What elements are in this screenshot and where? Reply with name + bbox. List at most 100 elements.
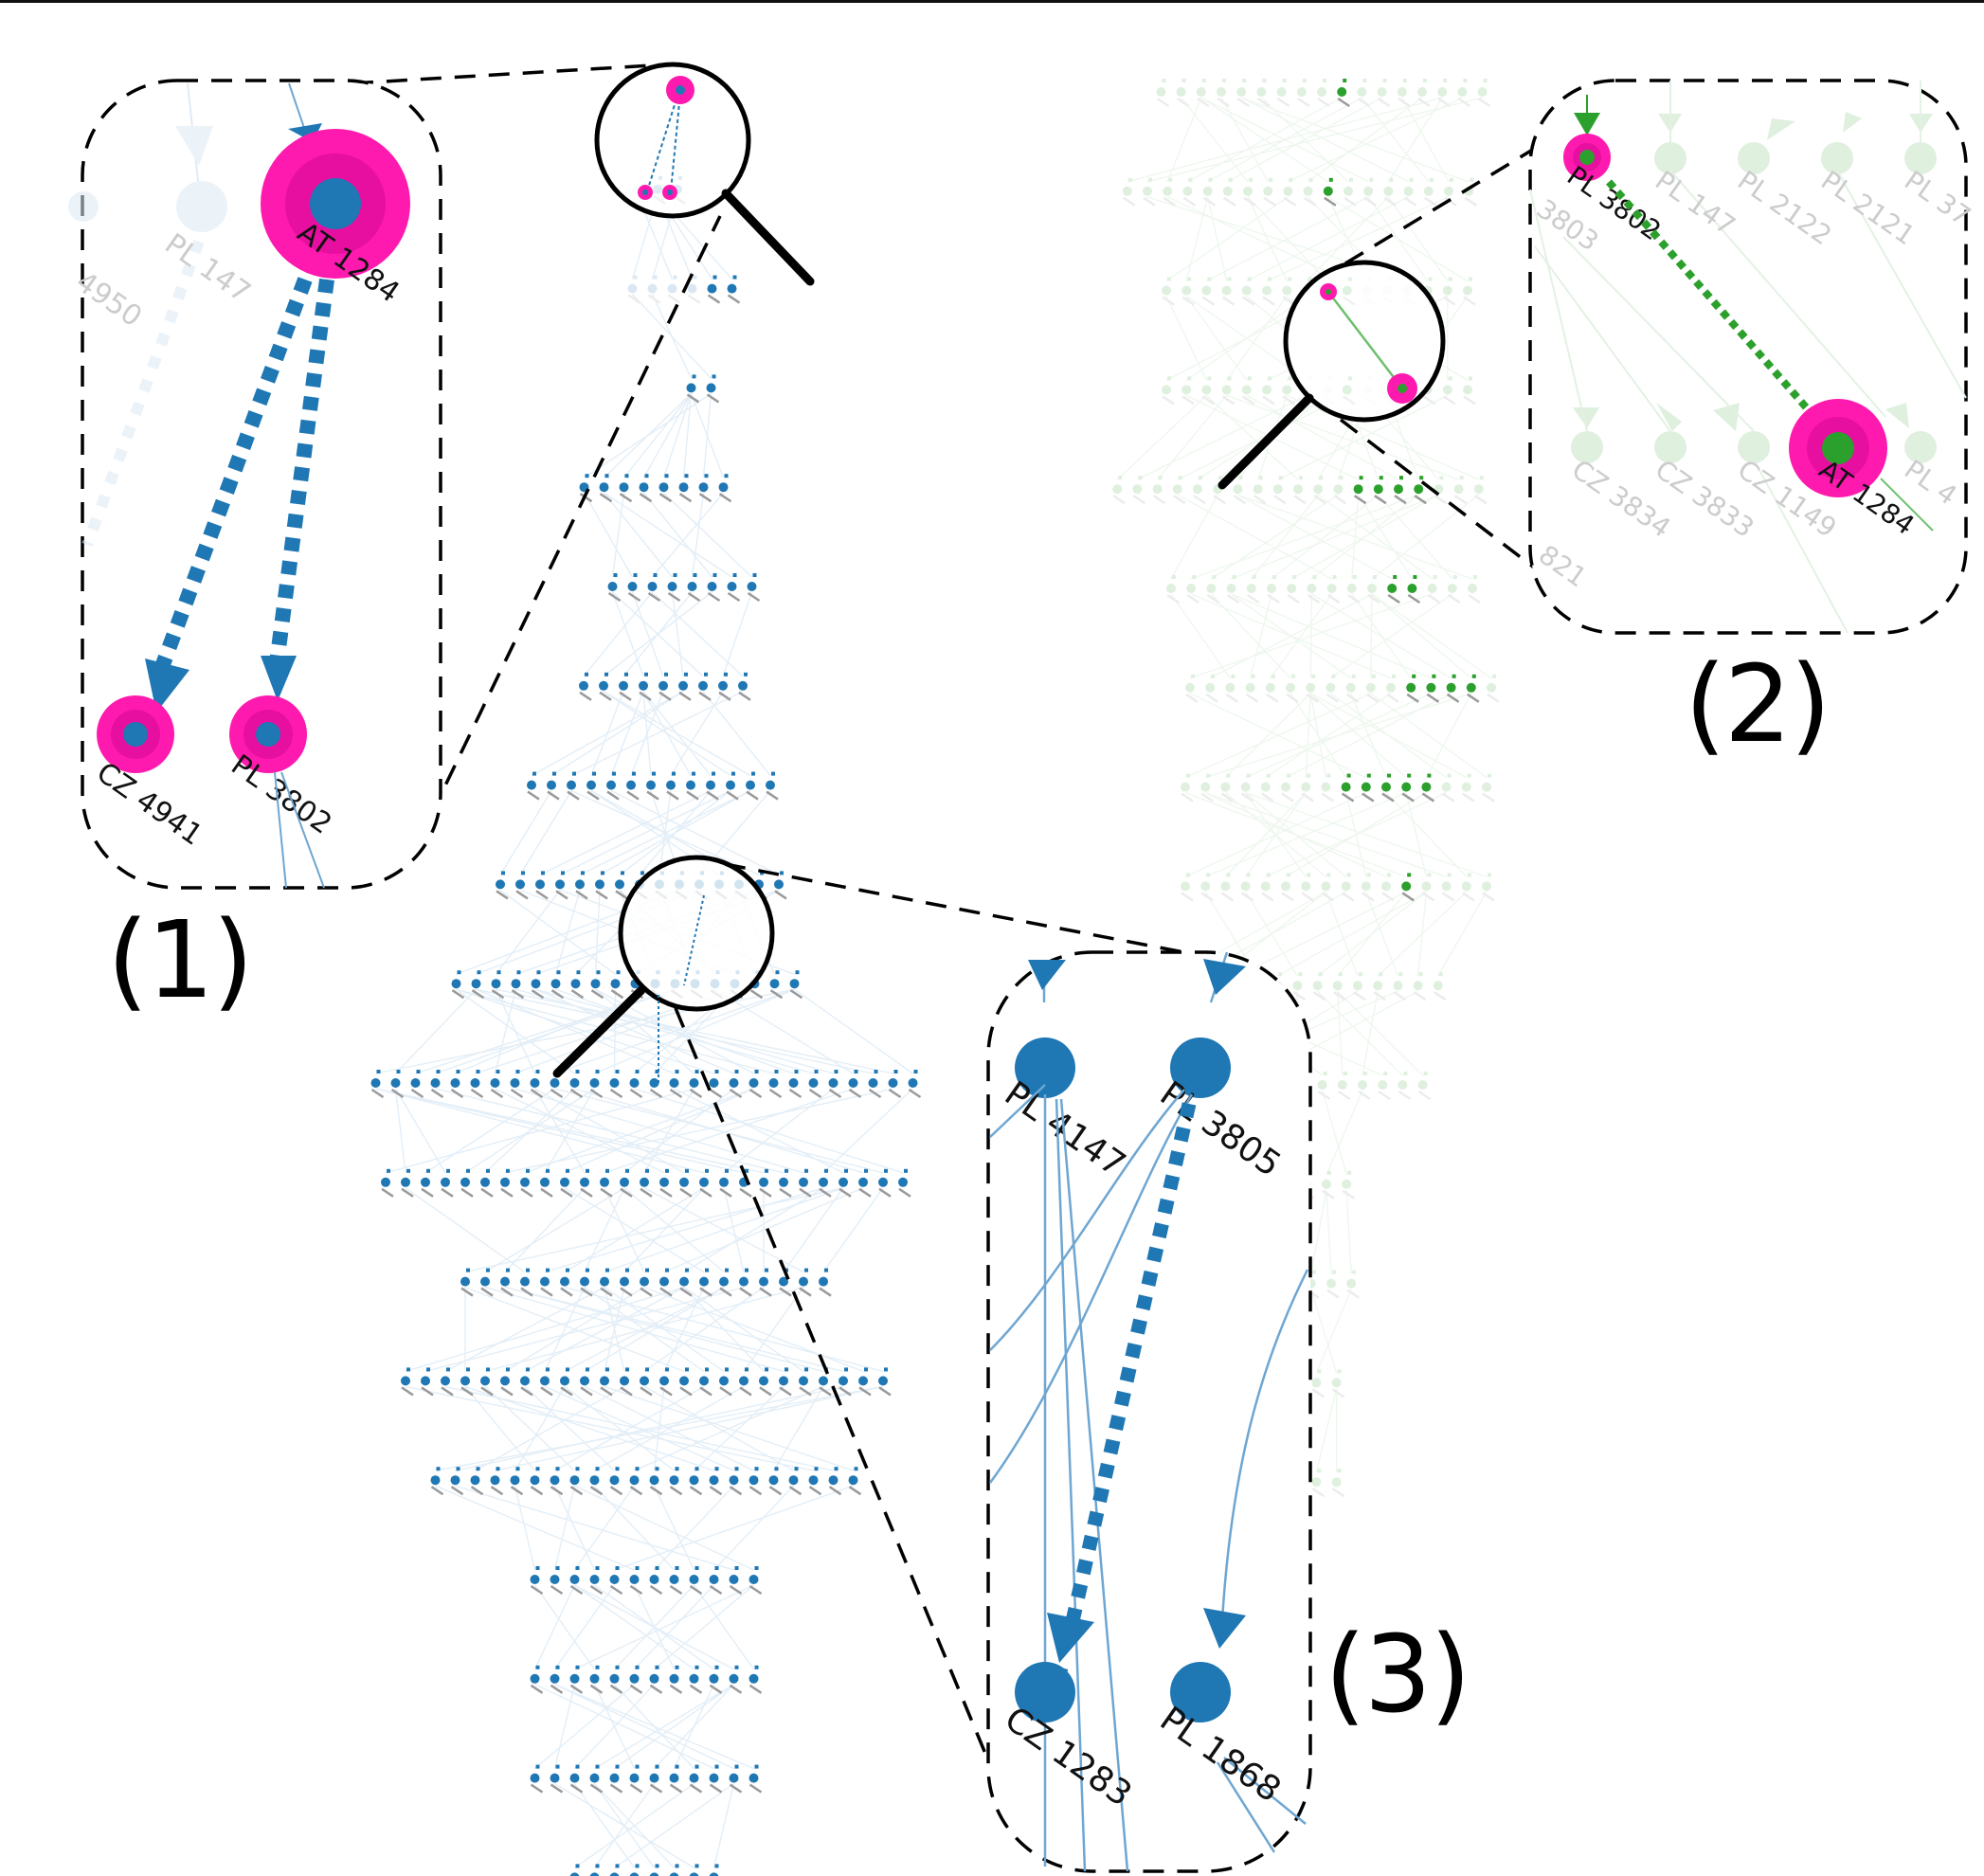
graph-edge bbox=[499, 790, 552, 875]
graph-node bbox=[706, 771, 719, 801]
graph-edge bbox=[584, 1385, 754, 1471]
node-label-tick bbox=[1311, 1488, 1326, 1498]
graph-node bbox=[1293, 476, 1307, 505]
graph-edge bbox=[435, 1088, 785, 1174]
graph-edge bbox=[1361, 97, 1430, 183]
graph-edge bbox=[633, 1584, 715, 1670]
node-label-tick bbox=[619, 493, 633, 503]
node-label-tick bbox=[749, 1486, 763, 1496]
node-label-tick bbox=[1202, 196, 1217, 207]
graph-node bbox=[1260, 873, 1274, 902]
graph-edge bbox=[653, 1485, 735, 1571]
node-label-tick bbox=[878, 1386, 892, 1397]
magnifier-handle bbox=[1217, 393, 1314, 490]
node-label-tick bbox=[1374, 495, 1387, 505]
node-label-tick bbox=[589, 1783, 604, 1794]
graph-node bbox=[1241, 376, 1255, 406]
node-label-tick bbox=[1223, 196, 1236, 207]
target-node-pl3802 bbox=[256, 722, 280, 747]
node-label-tick bbox=[1387, 593, 1400, 604]
node-label-tick bbox=[550, 1783, 564, 1794]
graph-edge bbox=[394, 988, 478, 1074]
node-label-tick bbox=[898, 1187, 911, 1198]
graph-node bbox=[527, 771, 540, 801]
graph-node bbox=[580, 1367, 593, 1397]
node-label-tick bbox=[460, 1287, 474, 1297]
node-label-tick bbox=[828, 1088, 842, 1099]
graph-edge bbox=[1116, 394, 1207, 480]
graph-node bbox=[627, 275, 641, 304]
connector-line-3b bbox=[674, 1007, 995, 1773]
node-label-tick bbox=[1162, 296, 1175, 306]
graph-node bbox=[1378, 1072, 1391, 1101]
graph-edge bbox=[634, 1088, 904, 1174]
graph-node bbox=[1166, 575, 1180, 604]
node-label-tick bbox=[679, 1287, 693, 1297]
graph-edge bbox=[405, 1385, 814, 1471]
node-label-tick bbox=[1112, 495, 1126, 505]
graph-node bbox=[788, 1467, 803, 1496]
graph-edge bbox=[553, 1485, 596, 1571]
graph-node bbox=[575, 871, 588, 900]
node-label-tick bbox=[1156, 97, 1170, 108]
graph-edge bbox=[682, 393, 693, 478]
graph-node bbox=[1444, 177, 1457, 207]
graph-node bbox=[686, 374, 700, 404]
graph-node bbox=[1323, 177, 1337, 207]
node-label-tick bbox=[589, 1088, 604, 1099]
graph-node bbox=[1282, 277, 1295, 306]
graph-node bbox=[647, 275, 661, 304]
graph-edge bbox=[743, 1287, 804, 1372]
node-label-tick bbox=[390, 1088, 405, 1099]
graph-edge bbox=[535, 988, 834, 1074]
graph-edge bbox=[604, 1287, 625, 1372]
node-label-tick bbox=[1281, 792, 1294, 803]
graph-edge bbox=[794, 988, 913, 1074]
graph-node bbox=[1426, 674, 1440, 703]
node-label-tick bbox=[1381, 792, 1395, 803]
node-label-tick bbox=[1226, 593, 1240, 604]
node-label-tick bbox=[789, 989, 803, 1000]
graph-node bbox=[1317, 1072, 1331, 1101]
connector-line-2b bbox=[1339, 418, 1556, 585]
node-label-tick bbox=[788, 1088, 803, 1099]
graph-node bbox=[1176, 79, 1190, 108]
graph-edge bbox=[1240, 97, 1409, 183]
graph-node bbox=[709, 1764, 723, 1794]
graph-edge bbox=[1308, 97, 1423, 183]
graph-edge bbox=[1165, 296, 1208, 381]
graph-edge bbox=[564, 1385, 675, 1471]
node-label-tick bbox=[908, 1088, 922, 1099]
node-label-tick bbox=[1453, 495, 1468, 505]
node-label-tick bbox=[560, 1386, 573, 1397]
graph-edge bbox=[375, 1088, 765, 1174]
graph-node bbox=[520, 1268, 533, 1297]
graph-edge bbox=[1237, 494, 1473, 580]
node-label-tick bbox=[620, 1287, 633, 1297]
graph-edge bbox=[464, 1187, 844, 1273]
node-label-tick bbox=[729, 1088, 743, 1099]
graph-edge bbox=[484, 1187, 625, 1273]
node-label-tick bbox=[560, 1287, 573, 1297]
graph-edge bbox=[1200, 97, 1369, 183]
node-pl3805 bbox=[1170, 1037, 1231, 1098]
node-label-tick bbox=[639, 493, 653, 503]
graph-edge bbox=[1200, 97, 1329, 183]
graph-node bbox=[1122, 177, 1136, 207]
graph-edge bbox=[1190, 494, 1419, 580]
node-label-tick bbox=[698, 691, 712, 701]
node-label-tick bbox=[808, 1486, 822, 1496]
green-graph-nodes bbox=[1112, 79, 1500, 1498]
graph-edge bbox=[514, 1088, 804, 1174]
graph-edge bbox=[375, 1088, 745, 1174]
graph-node bbox=[707, 573, 721, 603]
graph-edge bbox=[822, 1187, 884, 1273]
graph-node bbox=[1423, 177, 1437, 207]
graph-node bbox=[600, 1168, 613, 1198]
node-label-tick bbox=[709, 1783, 723, 1794]
node-label-tick bbox=[659, 1187, 673, 1198]
node-label-tick bbox=[480, 1386, 494, 1397]
graph-node bbox=[898, 1168, 911, 1198]
graph-node bbox=[729, 1467, 743, 1496]
graph-node bbox=[579, 672, 592, 701]
